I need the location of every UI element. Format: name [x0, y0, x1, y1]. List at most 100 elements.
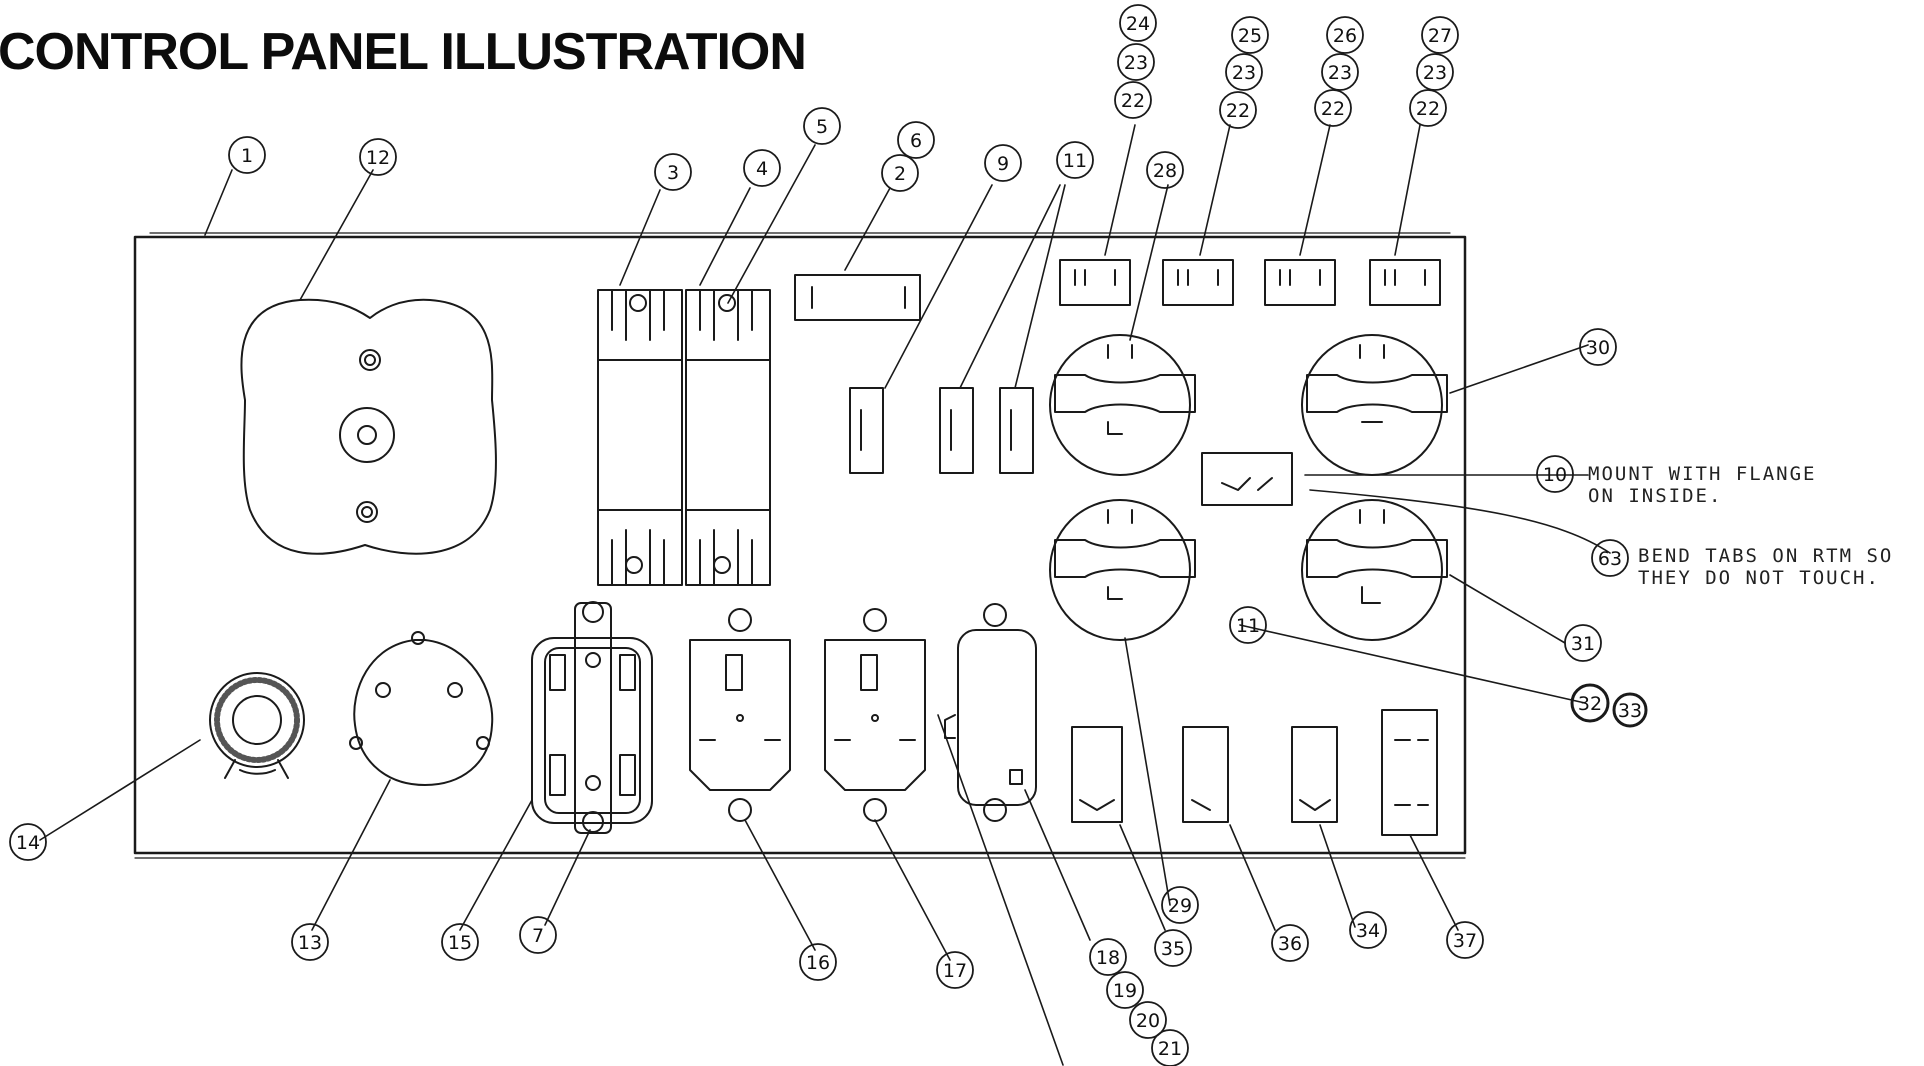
page-title: CONTROL PANEL ILLUSTRATION — [0, 23, 807, 81]
contactors-3-4 — [598, 290, 770, 585]
receptacle-17 — [825, 609, 925, 821]
receptacles-round — [1050, 335, 1447, 640]
note-10: MOUNT WITH FLANGE ON INSIDE. — [1588, 463, 1816, 507]
svg-text:22: 22 — [1416, 98, 1440, 120]
svg-text:23: 23 — [1328, 62, 1352, 84]
svg-text:28: 28 — [1153, 160, 1177, 182]
toroid-14 — [210, 673, 304, 778]
callout-16: 16 — [800, 944, 836, 980]
callout-22b: 22 — [1220, 92, 1256, 128]
callout-17: 17 — [937, 952, 973, 988]
svg-text:21: 21 — [1158, 1038, 1182, 1060]
svg-text:29: 29 — [1168, 895, 1192, 917]
svg-text:22: 22 — [1121, 90, 1145, 112]
receptacle-16 — [690, 609, 790, 821]
callout-20: 20 — [1130, 1002, 1166, 1038]
callout-13: 13 — [292, 924, 328, 960]
callouts: 1 12 3 4 5 6 2 9 11 28 24 23 22 25 23 22… — [10, 5, 1646, 1066]
callout-21: 21 — [1152, 1030, 1188, 1066]
svg-text:3: 3 — [667, 162, 679, 184]
svg-text:19: 19 — [1113, 980, 1137, 1002]
svg-text:22: 22 — [1226, 100, 1250, 122]
callout-23c: 23 — [1322, 54, 1358, 90]
callout-28: 28 — [1147, 152, 1183, 188]
callout-4: 4 — [744, 150, 780, 186]
callout-32: 32 — [1572, 685, 1608, 721]
note-63-line2: THEY DO NOT TOUCH. — [1638, 567, 1880, 589]
component-6 — [795, 275, 920, 320]
svg-text:23: 23 — [1423, 62, 1447, 84]
callout-23b: 23 — [1226, 54, 1262, 90]
callout-63: 63 — [1592, 540, 1628, 576]
breaker-18 — [945, 604, 1036, 821]
callout-22a: 22 — [1115, 82, 1151, 118]
svg-text:16: 16 — [806, 952, 830, 974]
svg-text:26: 26 — [1333, 25, 1357, 47]
note-63-line1: BEND TABS ON RTM SO — [1638, 545, 1894, 567]
svg-text:10: 10 — [1543, 464, 1567, 486]
callout-12: 12 — [360, 139, 396, 175]
svg-text:31: 31 — [1571, 633, 1595, 655]
callout-26: 26 — [1327, 17, 1363, 53]
svg-text:20: 20 — [1136, 1010, 1160, 1032]
svg-text:23: 23 — [1232, 62, 1256, 84]
svg-text:11: 11 — [1236, 615, 1260, 637]
svg-text:11: 11 — [1063, 150, 1087, 172]
callout-18: 18 — [1090, 939, 1126, 975]
svg-text:1: 1 — [241, 145, 253, 167]
component-10 — [1202, 453, 1292, 505]
svg-text:30: 30 — [1586, 337, 1610, 359]
switches-bottom — [1072, 710, 1437, 835]
svg-text:5: 5 — [816, 116, 828, 138]
fuse-blocks-9-11 — [850, 388, 1033, 473]
svg-text:24: 24 — [1126, 13, 1150, 35]
svg-text:6: 6 — [910, 130, 922, 152]
panel-outline — [135, 233, 1465, 858]
callout-27: 27 — [1422, 17, 1458, 53]
svg-text:35: 35 — [1161, 938, 1185, 960]
svg-text:17: 17 — [943, 960, 967, 982]
callout-29: 29 — [1162, 887, 1198, 923]
callout-1: 1 — [229, 137, 265, 173]
callout-22c: 22 — [1315, 90, 1351, 126]
callout-31: 31 — [1565, 625, 1601, 661]
callout-6: 6 — [898, 122, 934, 158]
callout-10: 10 — [1537, 456, 1573, 492]
callout-30: 30 — [1580, 329, 1616, 365]
callout-37: 37 — [1447, 922, 1483, 958]
callout-15: 15 — [442, 924, 478, 960]
callout-23d: 23 — [1417, 54, 1453, 90]
callout-7: 7 — [520, 917, 556, 953]
callout-14: 14 — [10, 824, 46, 860]
callout-23a: 23 — [1118, 44, 1154, 80]
svg-text:34: 34 — [1356, 920, 1380, 942]
svg-text:23: 23 — [1124, 52, 1148, 74]
svg-text:25: 25 — [1238, 25, 1262, 47]
note-10-line1: MOUNT WITH FLANGE — [1588, 463, 1817, 485]
svg-text:12: 12 — [366, 147, 390, 169]
callout-33: 33 — [1614, 694, 1646, 726]
component-10-mark — [1222, 478, 1272, 490]
svg-text:37: 37 — [1453, 930, 1477, 952]
note-10-line2: ON INSIDE. — [1588, 485, 1723, 507]
callout-34: 34 — [1350, 912, 1386, 948]
leader-lines — [40, 125, 1610, 1065]
callout-25: 25 — [1232, 17, 1268, 53]
svg-text:7: 7 — [532, 925, 544, 947]
callout-5: 5 — [804, 108, 840, 144]
relay-sockets-22 — [1060, 260, 1440, 305]
transformer-12 — [241, 300, 495, 554]
svg-text:13: 13 — [298, 932, 322, 954]
svg-text:22: 22 — [1321, 98, 1345, 120]
callout-11b: 11 — [1230, 607, 1266, 643]
callout-2: 2 — [882, 155, 918, 191]
svg-text:18: 18 — [1096, 947, 1120, 969]
callout-24: 24 — [1120, 5, 1156, 41]
callout-9: 9 — [985, 145, 1021, 181]
svg-text:32: 32 — [1578, 693, 1602, 715]
svg-text:14: 14 — [16, 832, 40, 854]
note-63: BEND TABS ON RTM SO THEY DO NOT TOUCH. — [1638, 545, 1893, 589]
callout-22d: 22 — [1410, 90, 1446, 126]
svg-text:4: 4 — [756, 158, 768, 180]
